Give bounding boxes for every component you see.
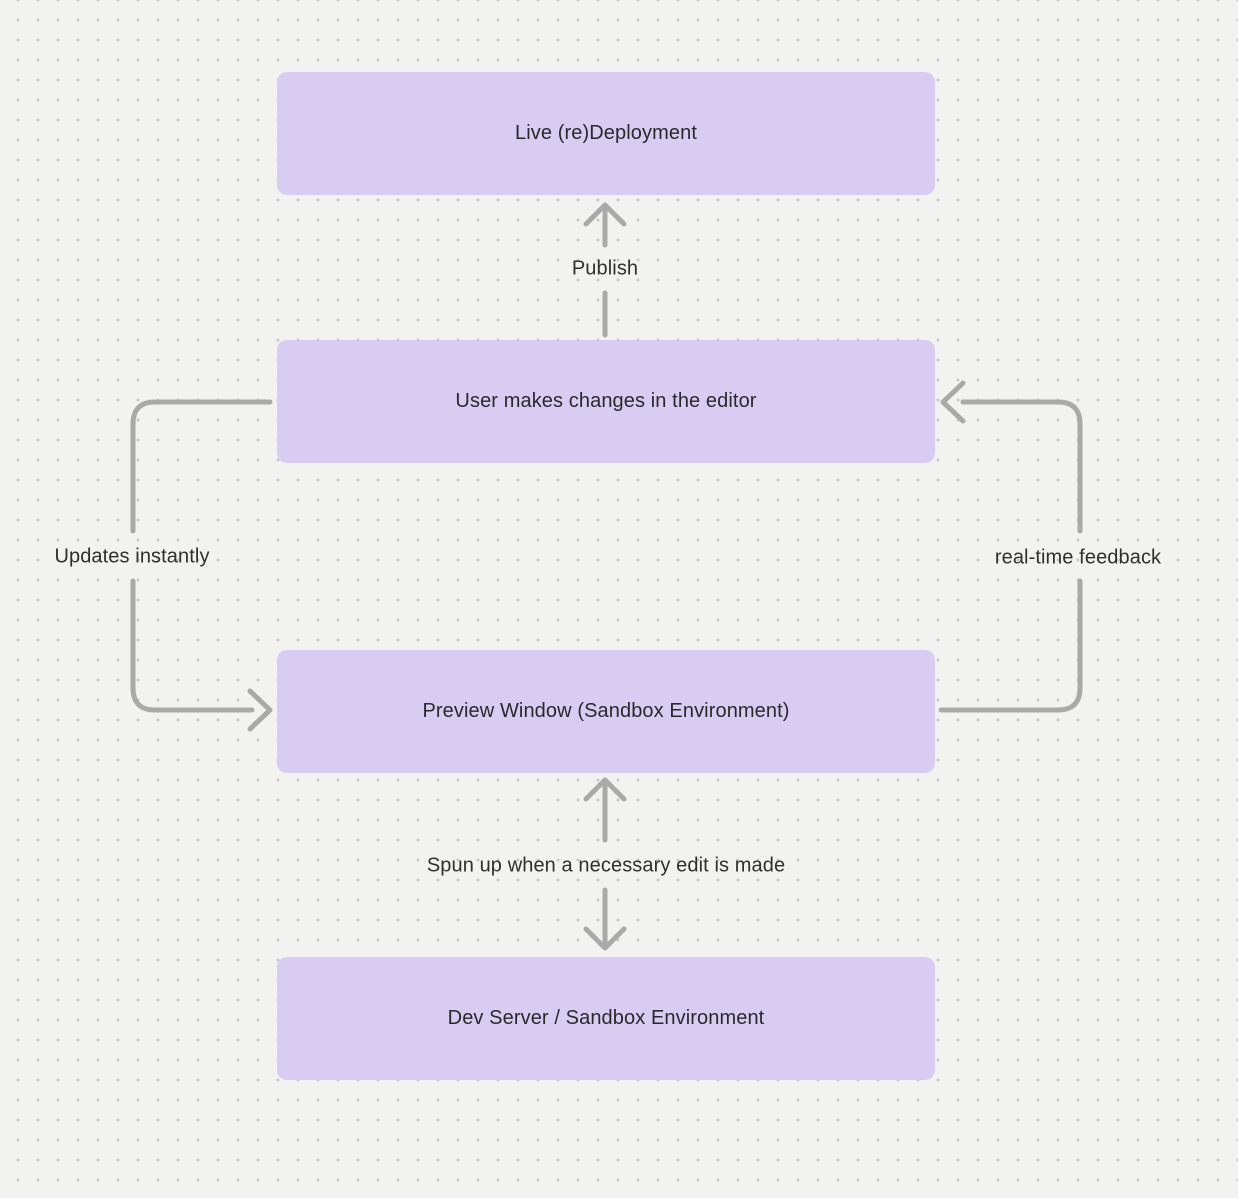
edge-label-sandbox-spinup: Spun up when a necessary edit is made xyxy=(426,854,786,877)
node-label: Preview Window (Sandbox Environment) xyxy=(422,700,790,722)
arrow-shaft xyxy=(130,578,255,713)
node-user-editor: User makes changes in the editor xyxy=(277,340,935,463)
arrow-head-up-icon xyxy=(583,202,627,227)
node-preview-window: Preview Window (Sandbox Environment) xyxy=(277,650,935,773)
edge-label-updates-instantly: Updates instantly xyxy=(54,545,210,568)
node-label: User makes changes in the editor xyxy=(455,390,757,412)
node-label: Live (re)Deployment xyxy=(515,122,697,144)
arrow-shaft xyxy=(938,578,1083,713)
node-live-redeployment: Live (re)Deployment xyxy=(277,72,935,195)
arrow-shaft xyxy=(960,399,1083,534)
node-dev-server: Dev Server / Sandbox Environment xyxy=(277,957,935,1080)
arrow-head-right-icon xyxy=(247,688,273,732)
edge-label-realtime-feedback: real-time feedback xyxy=(994,546,1162,569)
arrow-head-up-icon xyxy=(583,777,627,802)
arrow-head-left-icon xyxy=(940,380,966,424)
edge-label-publish: Publish xyxy=(571,257,639,280)
node-label: Dev Server / Sandbox Environment xyxy=(447,1007,765,1029)
arrow-head-down-icon xyxy=(583,926,627,951)
arrow-shaft xyxy=(130,399,273,534)
